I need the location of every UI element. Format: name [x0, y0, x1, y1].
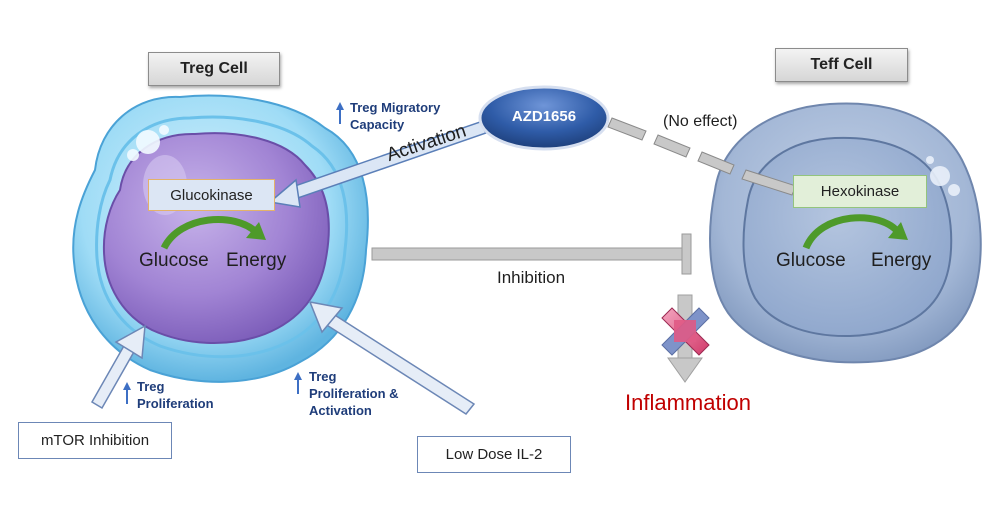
hexokinase-box: Hexokinase: [793, 175, 927, 208]
treg-cell: [72, 94, 369, 383]
block-cross-icon: [661, 307, 710, 356]
il2-box: Low Dose IL-2: [417, 436, 571, 473]
drug-oval: [478, 85, 610, 151]
mtor-label: mTOR Inhibition: [40, 432, 150, 449]
up-arrow-icon: [123, 382, 131, 404]
teff-substrate-label: Glucose: [776, 250, 846, 271]
proliferation-line1: Treg: [137, 379, 165, 394]
up-arrow-icon: [294, 372, 302, 394]
migratory-capacity-label: Treg Migratory Capacity: [350, 99, 440, 133]
no-effect-label: (No effect): [663, 113, 738, 130]
inhibition-connector: [371, 233, 692, 275]
treg-product-label: Energy: [226, 250, 287, 271]
prolif-act-line1: Treg: [309, 369, 337, 384]
treg-metabolism-arrow: [160, 216, 266, 250]
glucokinase-label: Glucokinase: [170, 186, 253, 204]
treg-substrate-label: Glucose: [139, 250, 209, 271]
prolif-activation-label: Treg Proliferation & Activation: [309, 368, 399, 419]
teff-nucleus: [742, 136, 953, 338]
prolif-act-line2: Proliferation &: [309, 386, 399, 401]
treg-vesicle: [159, 125, 169, 135]
il2-arrow: [308, 301, 476, 415]
treg-vesicle: [127, 149, 139, 161]
teff-vesicle: [948, 184, 960, 196]
treg-title-text: Treg Cell: [180, 60, 248, 77]
migratory-line2: Capacity: [350, 117, 405, 132]
teff-vesicle: [926, 156, 934, 164]
teff-title-text: Teff Cell: [810, 56, 873, 73]
inflammation-label: Inflammation: [625, 390, 751, 415]
treg-nucleus: [102, 132, 330, 345]
no-effect-connector: [607, 117, 797, 196]
il2-label: Low Dose IL-2: [445, 446, 543, 463]
proliferation-line2: Proliferation: [137, 396, 214, 411]
mtor-arrow: [90, 324, 146, 410]
glucokinase-box: Glucokinase: [148, 179, 275, 211]
treg-title: Treg Cell: [148, 52, 280, 86]
teff-vesicle: [930, 166, 950, 186]
treg-inner-membrane: [95, 115, 349, 359]
teff-title: Teff Cell: [775, 48, 908, 82]
treg-vesicle: [136, 130, 160, 154]
mtor-box: mTOR Inhibition: [18, 422, 172, 459]
teff-product-label: Energy: [871, 250, 932, 271]
prolif-act-line3: Activation: [309, 403, 372, 418]
teff-metabolism-arrow: [802, 214, 908, 250]
proliferation-label: Treg Proliferation: [137, 378, 214, 412]
migratory-line1: Treg Migratory: [350, 100, 441, 115]
teff-cell: [709, 102, 982, 364]
inhibition-label: Inhibition: [497, 268, 566, 287]
drug-label: AZD1656: [511, 108, 577, 125]
up-arrow-icon: [336, 102, 344, 124]
hexokinase-label: Hexokinase: [820, 183, 900, 200]
